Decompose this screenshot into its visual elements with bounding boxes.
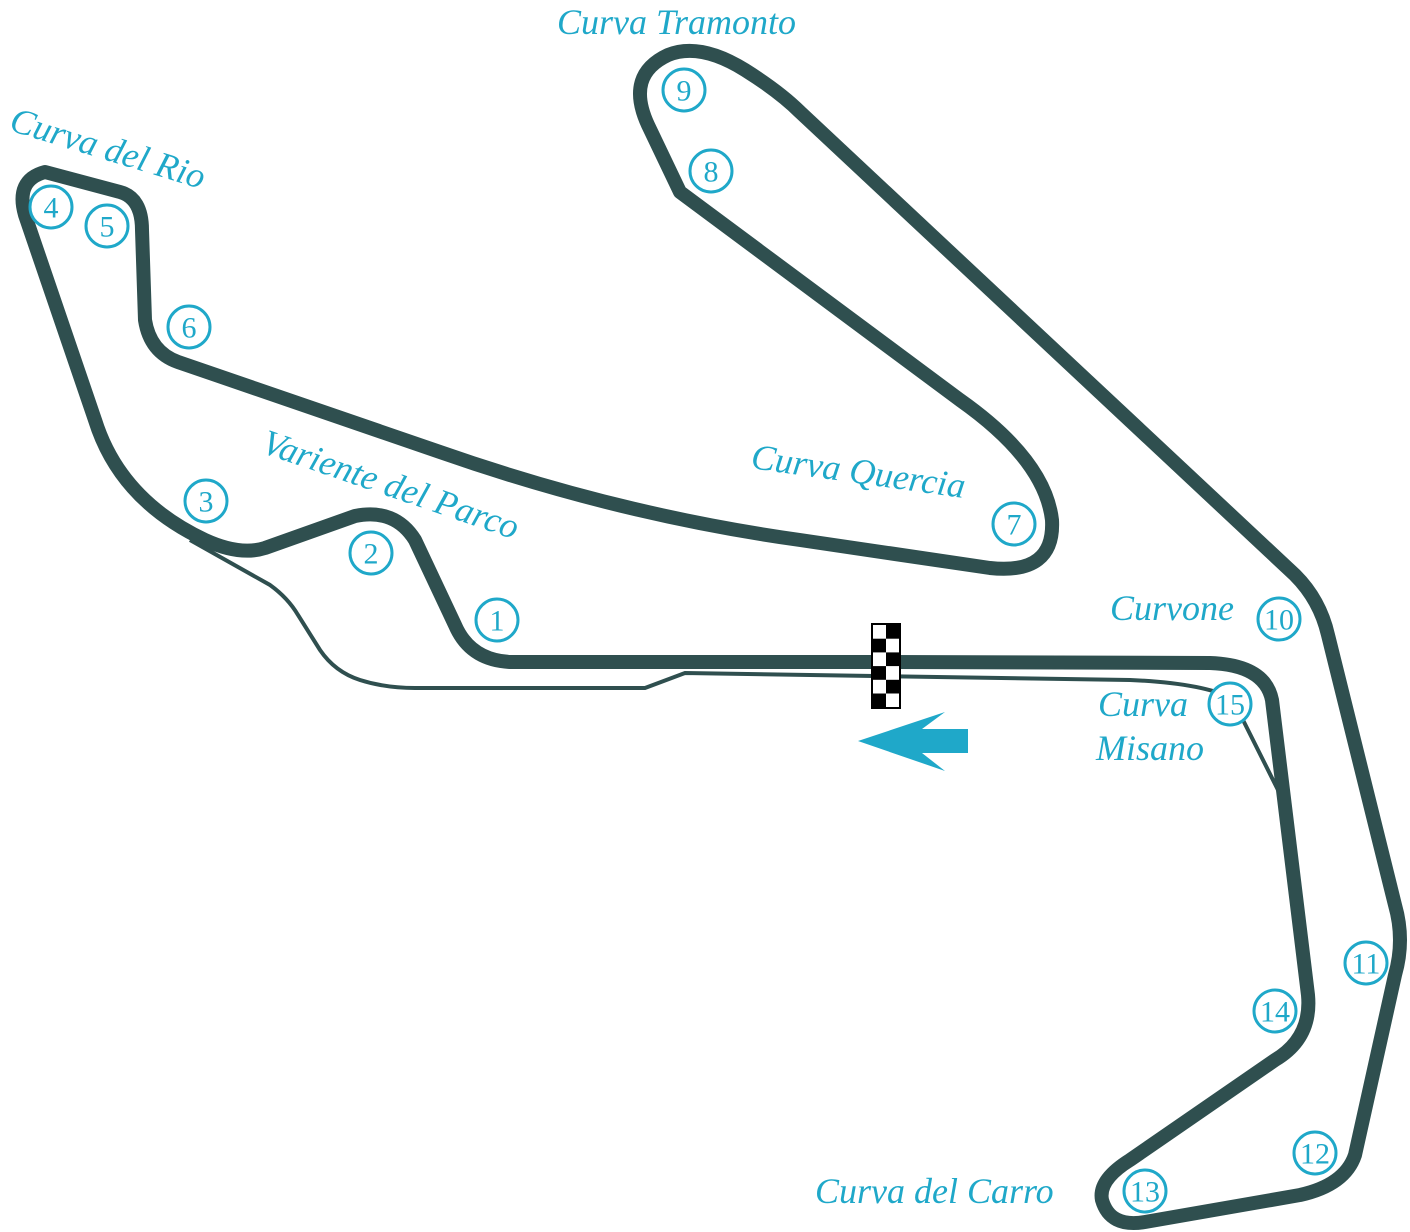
turn-number: 7 <box>1007 509 1022 542</box>
label-curva-misano-2: Misano <box>1095 728 1204 768</box>
label-curva-quercia: Curva Quercia <box>749 436 968 506</box>
turn-marker-9: 9 <box>661 67 707 113</box>
flag-square <box>873 693 886 708</box>
turn-circle <box>474 597 520 643</box>
turn-number: 3 <box>199 486 214 519</box>
turn-circle <box>1252 988 1298 1034</box>
flag-square <box>886 679 899 694</box>
turn-circle <box>991 501 1037 547</box>
turn-circle <box>28 184 74 230</box>
turn-marker-1: 1 <box>474 597 520 643</box>
turn-marker-13: 13 <box>1122 1168 1168 1214</box>
label-curva-misano-1: Curva <box>1098 684 1188 724</box>
turn-marker-10: 10 <box>1256 596 1302 642</box>
turn-circle <box>348 530 394 576</box>
turn-number: 14 <box>1260 996 1290 1029</box>
flag-square <box>886 652 899 667</box>
turn-number: 1 <box>490 605 505 638</box>
service-road <box>189 538 1284 799</box>
turn-marker-8: 8 <box>688 148 734 194</box>
turn-marker-7: 7 <box>991 501 1037 547</box>
flag-square <box>873 638 886 653</box>
turn-marker-4: 4 <box>28 184 74 230</box>
turn-circle <box>166 304 212 350</box>
turn-number: 6 <box>182 312 197 345</box>
label-curvone: Curvone <box>1110 588 1234 628</box>
turn-number: 12 <box>1300 1138 1330 1171</box>
turn-marker-15: 15 <box>1207 681 1253 727</box>
turn-circle <box>1343 940 1389 986</box>
turn-number: 8 <box>704 156 719 189</box>
turn-marker-11: 11 <box>1343 940 1389 986</box>
turn-circle <box>661 67 707 113</box>
turn-marker-12: 12 <box>1292 1130 1338 1176</box>
turn-circle <box>1292 1130 1338 1176</box>
turn-marker-6: 6 <box>166 304 212 350</box>
label-curva-tramonto: Curva Tramonto <box>557 2 796 42</box>
turn-number: 2 <box>364 538 379 571</box>
turn-number: 13 <box>1130 1176 1160 1209</box>
turn-number: 11 <box>1352 948 1381 981</box>
main-track <box>15 43 1407 1230</box>
turn-number: 5 <box>100 211 115 244</box>
checkered-flag-icon <box>871 623 901 709</box>
turn-marker-2: 2 <box>348 530 394 576</box>
turn-marker-5: 5 <box>84 203 130 249</box>
arrow-left-icon <box>858 712 968 771</box>
label-curva-del-carro: Curva del Carro <box>815 1171 1054 1211</box>
turn-circle <box>84 203 130 249</box>
turn-marker-14: 14 <box>1252 988 1298 1034</box>
turn-circle <box>688 148 734 194</box>
turn-number: 15 <box>1215 689 1245 722</box>
turn-number: 4 <box>44 192 59 225</box>
flag-square <box>873 666 886 680</box>
turn-circle <box>183 478 229 524</box>
flag-square <box>886 625 899 639</box>
turn-marker-3: 3 <box>183 478 229 524</box>
turn-number: 10 <box>1264 604 1294 637</box>
turn-circle <box>1256 596 1302 642</box>
turn-number: 9 <box>677 75 692 108</box>
turn-circle <box>1207 681 1253 727</box>
turn-circle <box>1122 1168 1168 1214</box>
